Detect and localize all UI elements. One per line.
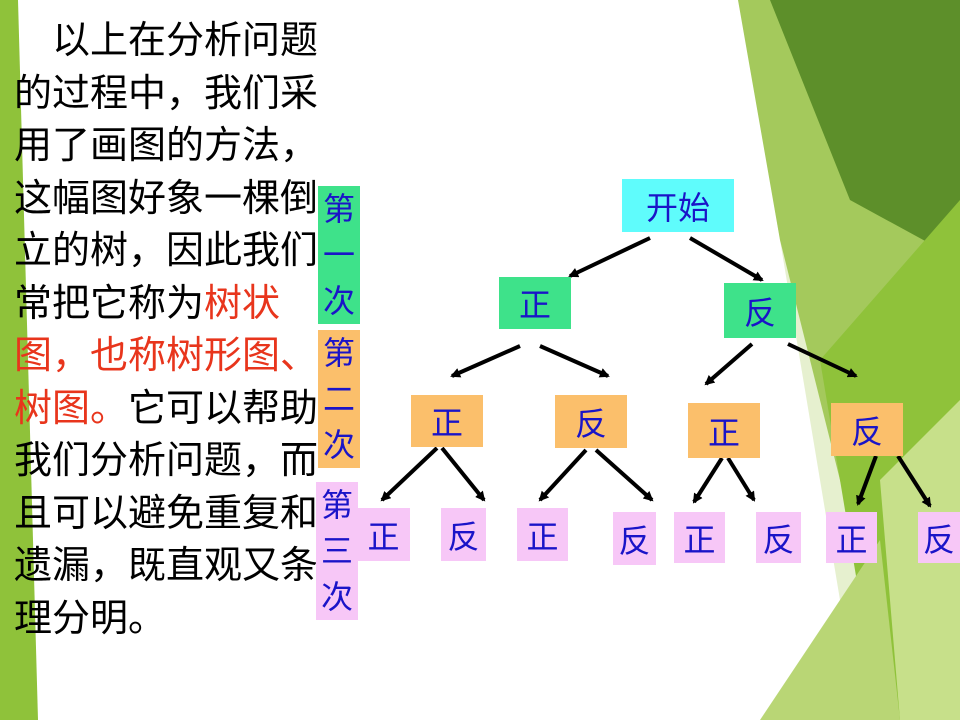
tree-node-l2-0: 正 [411, 395, 483, 447]
level-third-char-3: 次 [320, 578, 353, 616]
left-green-stripe [0, 0, 38, 720]
description-paragraph: 以上在分析问题的过程中，我们采用了画图的方法，这幅图好象一棵倒立的树，因此我们常… [14, 14, 334, 644]
tree-node-l2-2: 正 [688, 403, 760, 458]
tree-node-l3-3-label: 反 [618, 521, 651, 560]
level-second-char-2: 二 [322, 380, 355, 418]
tree-node-l3-0-label: 正 [367, 517, 400, 556]
tree-node-l3-1-label: 反 [447, 517, 480, 556]
level-first-char-1: 第 [322, 190, 355, 228]
tree-node-l3-6: 正 [826, 512, 877, 563]
tree-node-l3-1: 反 [441, 508, 486, 561]
tree-node-l2-3-label: 反 [850, 412, 883, 451]
tree-node-root: 开始 [622, 179, 734, 232]
tree-node-l2-2-label: 正 [707, 413, 740, 452]
tree-node-l3-2: 正 [517, 508, 568, 561]
tree-node-l2-1-label: 反 [574, 404, 607, 443]
tree-node-l3-4: 正 [674, 512, 725, 563]
paragraph-text-after: 它可以帮助我们分析问题，而且可以避免重复和遗漏，既直观又条理分明。 [14, 385, 319, 640]
tree-node-l1-1-label: 反 [743, 293, 776, 332]
tree-node-l3-5-label: 反 [762, 520, 795, 559]
paragraph-text-before: 以上在分析问题的过程中，我们采用了画图的方法，这幅图好象一棵倒立的树，因此我们常… [14, 18, 319, 325]
tree-node-l1-1: 反 [724, 283, 796, 338]
tree-node-l3-7: 反 [918, 512, 960, 563]
level-second-char-3: 次 [322, 426, 355, 464]
tree-node-l3-0: 正 [357, 508, 410, 561]
level-label-first: 第 一 次 [318, 186, 360, 324]
paragraph-highlight: 树状图，也称树形图、树图。 [14, 280, 319, 430]
tree-node-l2-1: 反 [555, 395, 627, 448]
tree-node-l1-0: 正 [499, 277, 571, 329]
level-label-third: 第 三 次 [316, 482, 358, 620]
level-first-char-2: 一 [322, 236, 355, 274]
level-label-second: 第 二 次 [318, 330, 360, 468]
tree-node-l2-3: 反 [831, 403, 903, 456]
level-third-char-2: 三 [320, 532, 353, 570]
bottom-accent [760, 540, 900, 720]
tree-node-l3-2-label: 正 [526, 517, 559, 556]
tree-node-root-label: 开始 [645, 188, 710, 227]
tree-node-l3-3: 反 [613, 512, 656, 565]
tree-node-l2-0-label: 正 [430, 404, 463, 442]
tree-node-l3-6-label: 正 [835, 520, 868, 559]
level-third-char-1: 第 [320, 486, 353, 524]
level-second-char-1: 第 [322, 334, 355, 372]
tree-node-l3-4-label: 正 [683, 520, 716, 559]
right-dark-panel [770, 0, 960, 260]
tree-node-l3-5: 反 [756, 512, 801, 563]
tree-node-l3-7-label: 反 [922, 520, 955, 559]
tree-node-l1-0-label: 正 [518, 286, 551, 324]
level-first-char-3: 次 [322, 282, 355, 320]
